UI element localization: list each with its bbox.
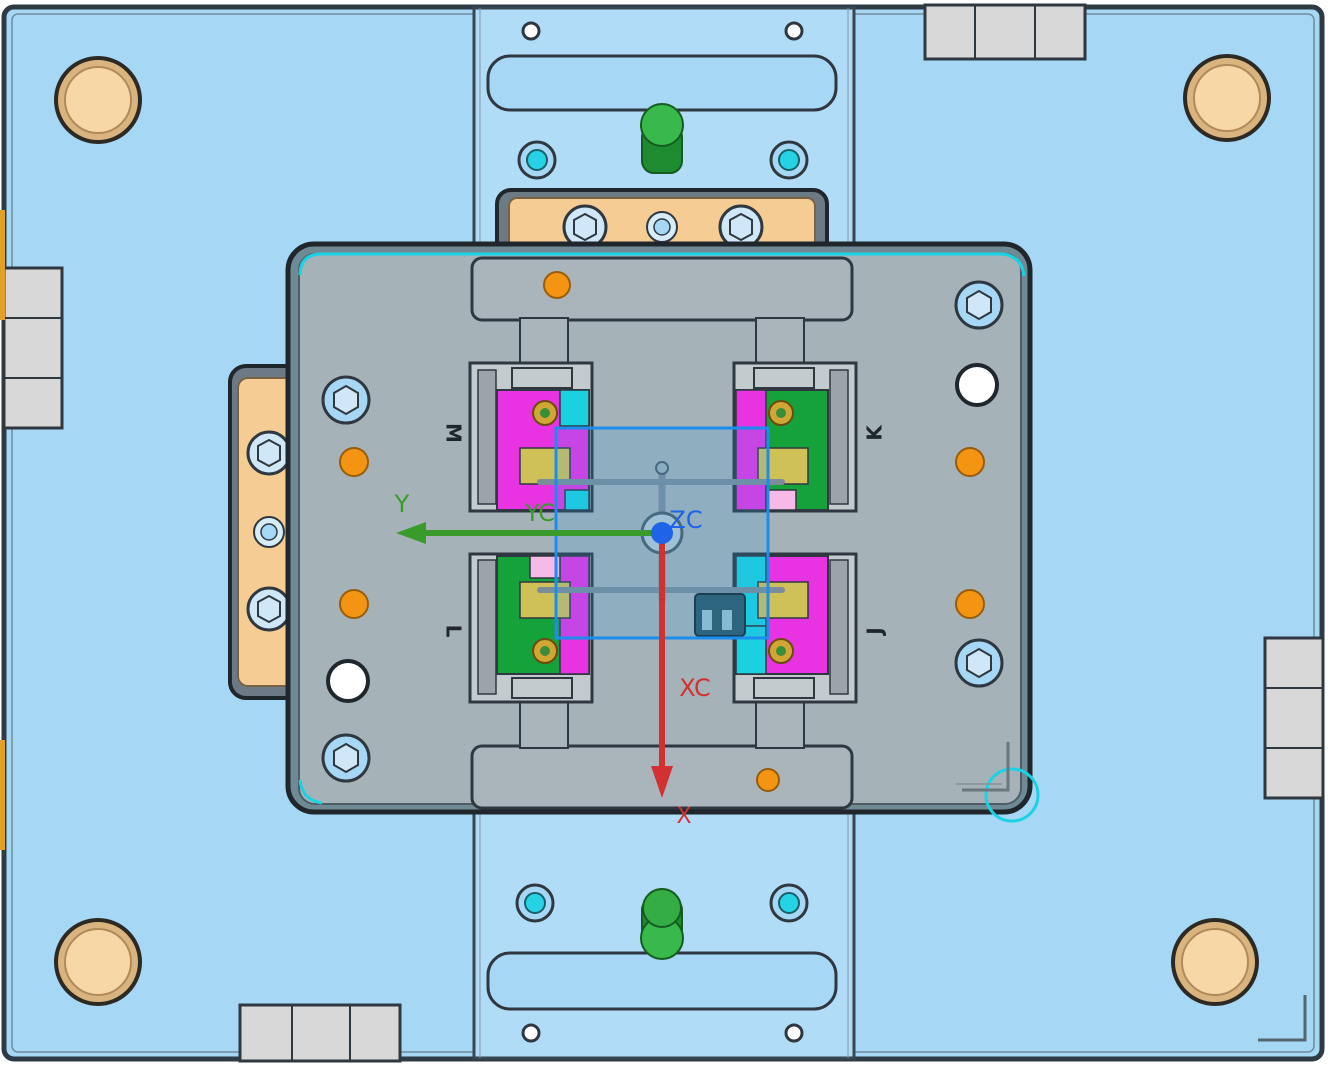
guide-bushing-bottom-left[interactable]	[54, 918, 142, 1006]
plate-hole-left	[326, 659, 370, 703]
axis-label-xc: XC	[679, 674, 710, 702]
cavity-label-m: M	[442, 423, 466, 443]
axis-label-zc: ZC	[669, 506, 702, 534]
cavity-insert-k[interactable]	[732, 361, 858, 513]
guide-bushing-top-right[interactable]	[1183, 54, 1271, 142]
locating-pins	[339, 271, 985, 792]
cavity-label-k: K	[863, 424, 887, 441]
axis-label-x: X	[676, 804, 691, 829]
guide-bushing-top-left[interactable]	[54, 56, 142, 144]
plate-hole-right	[955, 363, 999, 407]
cavity-label-j: J	[863, 627, 887, 636]
plate-screw-right-top[interactable]	[954, 280, 1004, 330]
axis-label-yc: YC	[524, 499, 555, 527]
edge-block-right	[1263, 636, 1325, 800]
cavity-insert-l[interactable]	[468, 552, 594, 704]
edge-block-left	[2, 266, 64, 430]
axis-label-y: Y	[394, 490, 410, 518]
edge-block-top	[923, 3, 1087, 61]
plate-screw-right-bottom[interactable]	[954, 638, 1004, 688]
sprue-component[interactable]	[694, 593, 746, 637]
cavity-insert-m[interactable]	[468, 361, 594, 513]
channel-top-details	[486, 21, 838, 180]
plate-screw-left-top[interactable]	[321, 375, 371, 425]
cavity-label-l: L	[442, 625, 466, 638]
edge-marker-left	[0, 210, 5, 320]
corner-datum-mark	[1258, 995, 1307, 1042]
plate-screw-left-bottom[interactable]	[321, 733, 371, 783]
cavity-insert-j[interactable]	[732, 552, 858, 704]
ejector-post-top[interactable]	[640, 103, 684, 174]
edge-block-bottom	[238, 1003, 402, 1063]
coordinate-triad[interactable]	[396, 522, 673, 798]
ejector-post-bottom[interactable]	[640, 888, 684, 960]
plate-rail-top	[470, 256, 854, 367]
edge-marker-left-lower	[0, 740, 5, 850]
clamp-block-left[interactable]	[228, 364, 304, 700]
guide-bushing-bottom-right[interactable]	[1171, 918, 1259, 1006]
